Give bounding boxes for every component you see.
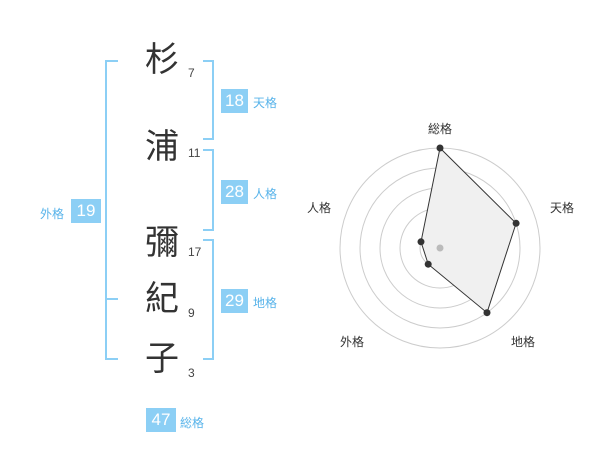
radar-point-5: [417, 238, 425, 246]
name-char-5: 子: [145, 339, 179, 379]
gaikaku-value: 19: [71, 199, 101, 223]
radar-series-polygon: [420, 146, 517, 314]
jinkaku-bracket: [203, 149, 214, 231]
radar-point-2: [512, 219, 520, 227]
radar-axis-label-soukaku: 総格: [428, 122, 453, 136]
chikaku-value: 29: [221, 289, 248, 313]
name-char-3: 彌: [145, 223, 179, 263]
name-char-1: 杉: [145, 40, 179, 80]
jinkaku-value: 28: [221, 180, 248, 204]
radar-center-dot: [436, 244, 444, 252]
soukaku-value: 47: [146, 408, 176, 432]
stroke-count-3: 17: [188, 245, 202, 259]
radar-chart: [339, 144, 541, 349]
stroke-count-1: 7: [188, 66, 195, 80]
soukaku-label: 総格: [180, 416, 205, 430]
radar-point-4: [424, 260, 432, 268]
gaikaku-bracket: [105, 60, 118, 360]
name-char-4: 紀: [145, 279, 179, 319]
radar-axis-label-chikaku: 地格: [511, 335, 536, 349]
chikaku-bracket: [203, 239, 214, 360]
jinkaku-label: 人格: [253, 187, 278, 201]
radar-axis-label-jinkaku: 人格: [307, 201, 332, 215]
tenkaku-value: 18: [221, 89, 248, 113]
stroke-count-4: 9: [188, 306, 195, 320]
radar-point-1: [436, 144, 444, 152]
stroke-count-5: 3: [188, 366, 195, 380]
chikaku-label: 地格: [253, 296, 278, 310]
name-char-2: 浦: [145, 127, 179, 167]
stroke-count-2: 11: [188, 146, 201, 160]
radar-axis-label-tenkaku: 天格: [550, 201, 575, 215]
radar-axis-label-gaikaku: 外格: [340, 335, 365, 349]
tenkaku-label: 天格: [253, 96, 278, 110]
gaikaku-label: 外格: [40, 207, 65, 221]
tenkaku-bracket: [203, 60, 214, 140]
radar-point-3: [483, 309, 491, 317]
